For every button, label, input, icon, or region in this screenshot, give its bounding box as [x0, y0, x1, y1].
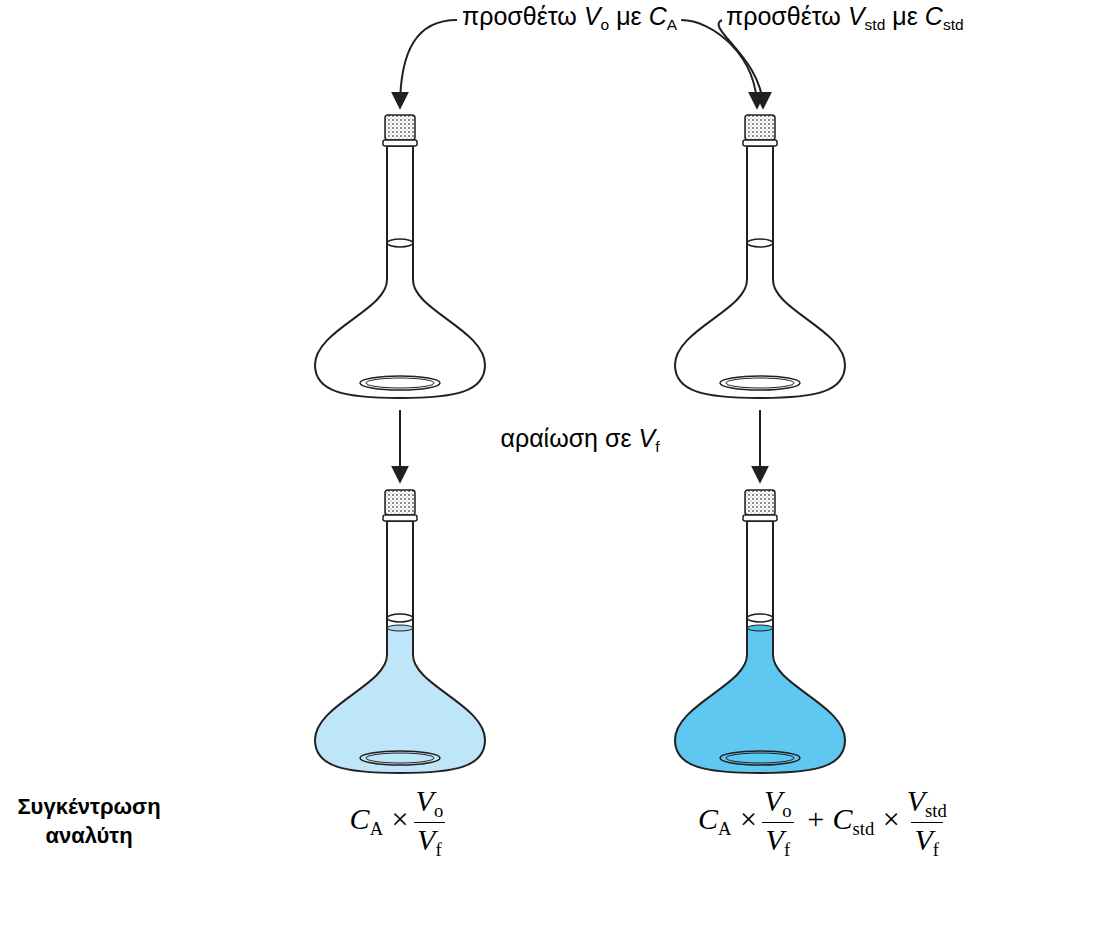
subscript: f	[784, 839, 790, 860]
diluted-sample-flask	[315, 490, 485, 773]
label-text: C	[925, 2, 943, 30]
row-heading: Συγκέντρωση αναλύτη	[4, 793, 174, 850]
label-text: V	[584, 2, 601, 30]
label-text: ×	[391, 802, 408, 835]
fraction: VstdVf	[903, 784, 950, 861]
numerator: Vo	[760, 784, 795, 822]
denominator: Vf	[911, 822, 943, 861]
subscript: std	[943, 16, 964, 33]
label-text: με	[892, 2, 918, 30]
subscript: A	[667, 16, 677, 33]
subscript: std	[853, 818, 875, 839]
formula-text: V	[764, 784, 782, 817]
subscript: o	[601, 16, 610, 33]
label-text: ×	[740, 802, 757, 835]
numerator: Vstd	[903, 784, 950, 822]
subscript: f	[655, 438, 659, 455]
label-text: αραίωση σε	[500, 424, 631, 452]
formula-text: V	[417, 823, 435, 856]
spiked-sample-flask	[675, 490, 845, 773]
numerator: Vo	[412, 784, 447, 822]
dilution-label: αραίωση σε Vf	[500, 424, 659, 456]
addition-label: προσθέτωVstdμεCstd	[726, 2, 964, 34]
label-text: C	[350, 802, 370, 835]
subscript: o	[782, 800, 791, 821]
formula-text: V	[907, 784, 925, 817]
label-text: +	[807, 802, 824, 835]
subscript: A	[370, 818, 383, 839]
addition-arrow	[681, 20, 757, 108]
concentration-formula: CA×VoVf+Cstd×VstdVf	[698, 784, 954, 861]
label-text: C	[698, 802, 718, 835]
subscript: A	[718, 818, 731, 839]
subscript: o	[434, 800, 443, 821]
label-text: προσθέτω	[726, 2, 841, 30]
label-text: με	[616, 2, 642, 30]
fraction: VoVf	[760, 784, 795, 861]
addition-label: προσθέτωVoμεCA	[462, 2, 677, 34]
dilution-arrow	[759, 410, 761, 482]
subscript: std	[925, 800, 947, 821]
formula-text: V	[914, 823, 932, 856]
label-text: προσθέτω	[462, 2, 577, 30]
fraction: VoVf	[412, 784, 447, 861]
label-text: C	[649, 2, 667, 30]
addition-arrow	[719, 20, 763, 108]
label-text: Συγκέντρωση αναλύτη	[17, 794, 160, 848]
subscript: f	[933, 839, 939, 860]
subscript: std	[865, 16, 886, 33]
empty-flask	[315, 115, 485, 398]
denominator: Vf	[762, 822, 794, 861]
subscript: f	[435, 839, 441, 860]
addition-arrow	[400, 20, 457, 108]
dilution-arrow	[399, 410, 401, 482]
concentration-formula: CA×VoVf	[350, 784, 451, 861]
formula-text: V	[416, 784, 434, 817]
empty-flask	[675, 115, 845, 398]
formula-text: V	[766, 823, 784, 856]
label-text: C	[833, 802, 853, 835]
label-text: V	[848, 2, 865, 30]
label-text: ×	[883, 802, 900, 835]
denominator: Vf	[414, 822, 446, 861]
label-text: V	[639, 424, 656, 452]
